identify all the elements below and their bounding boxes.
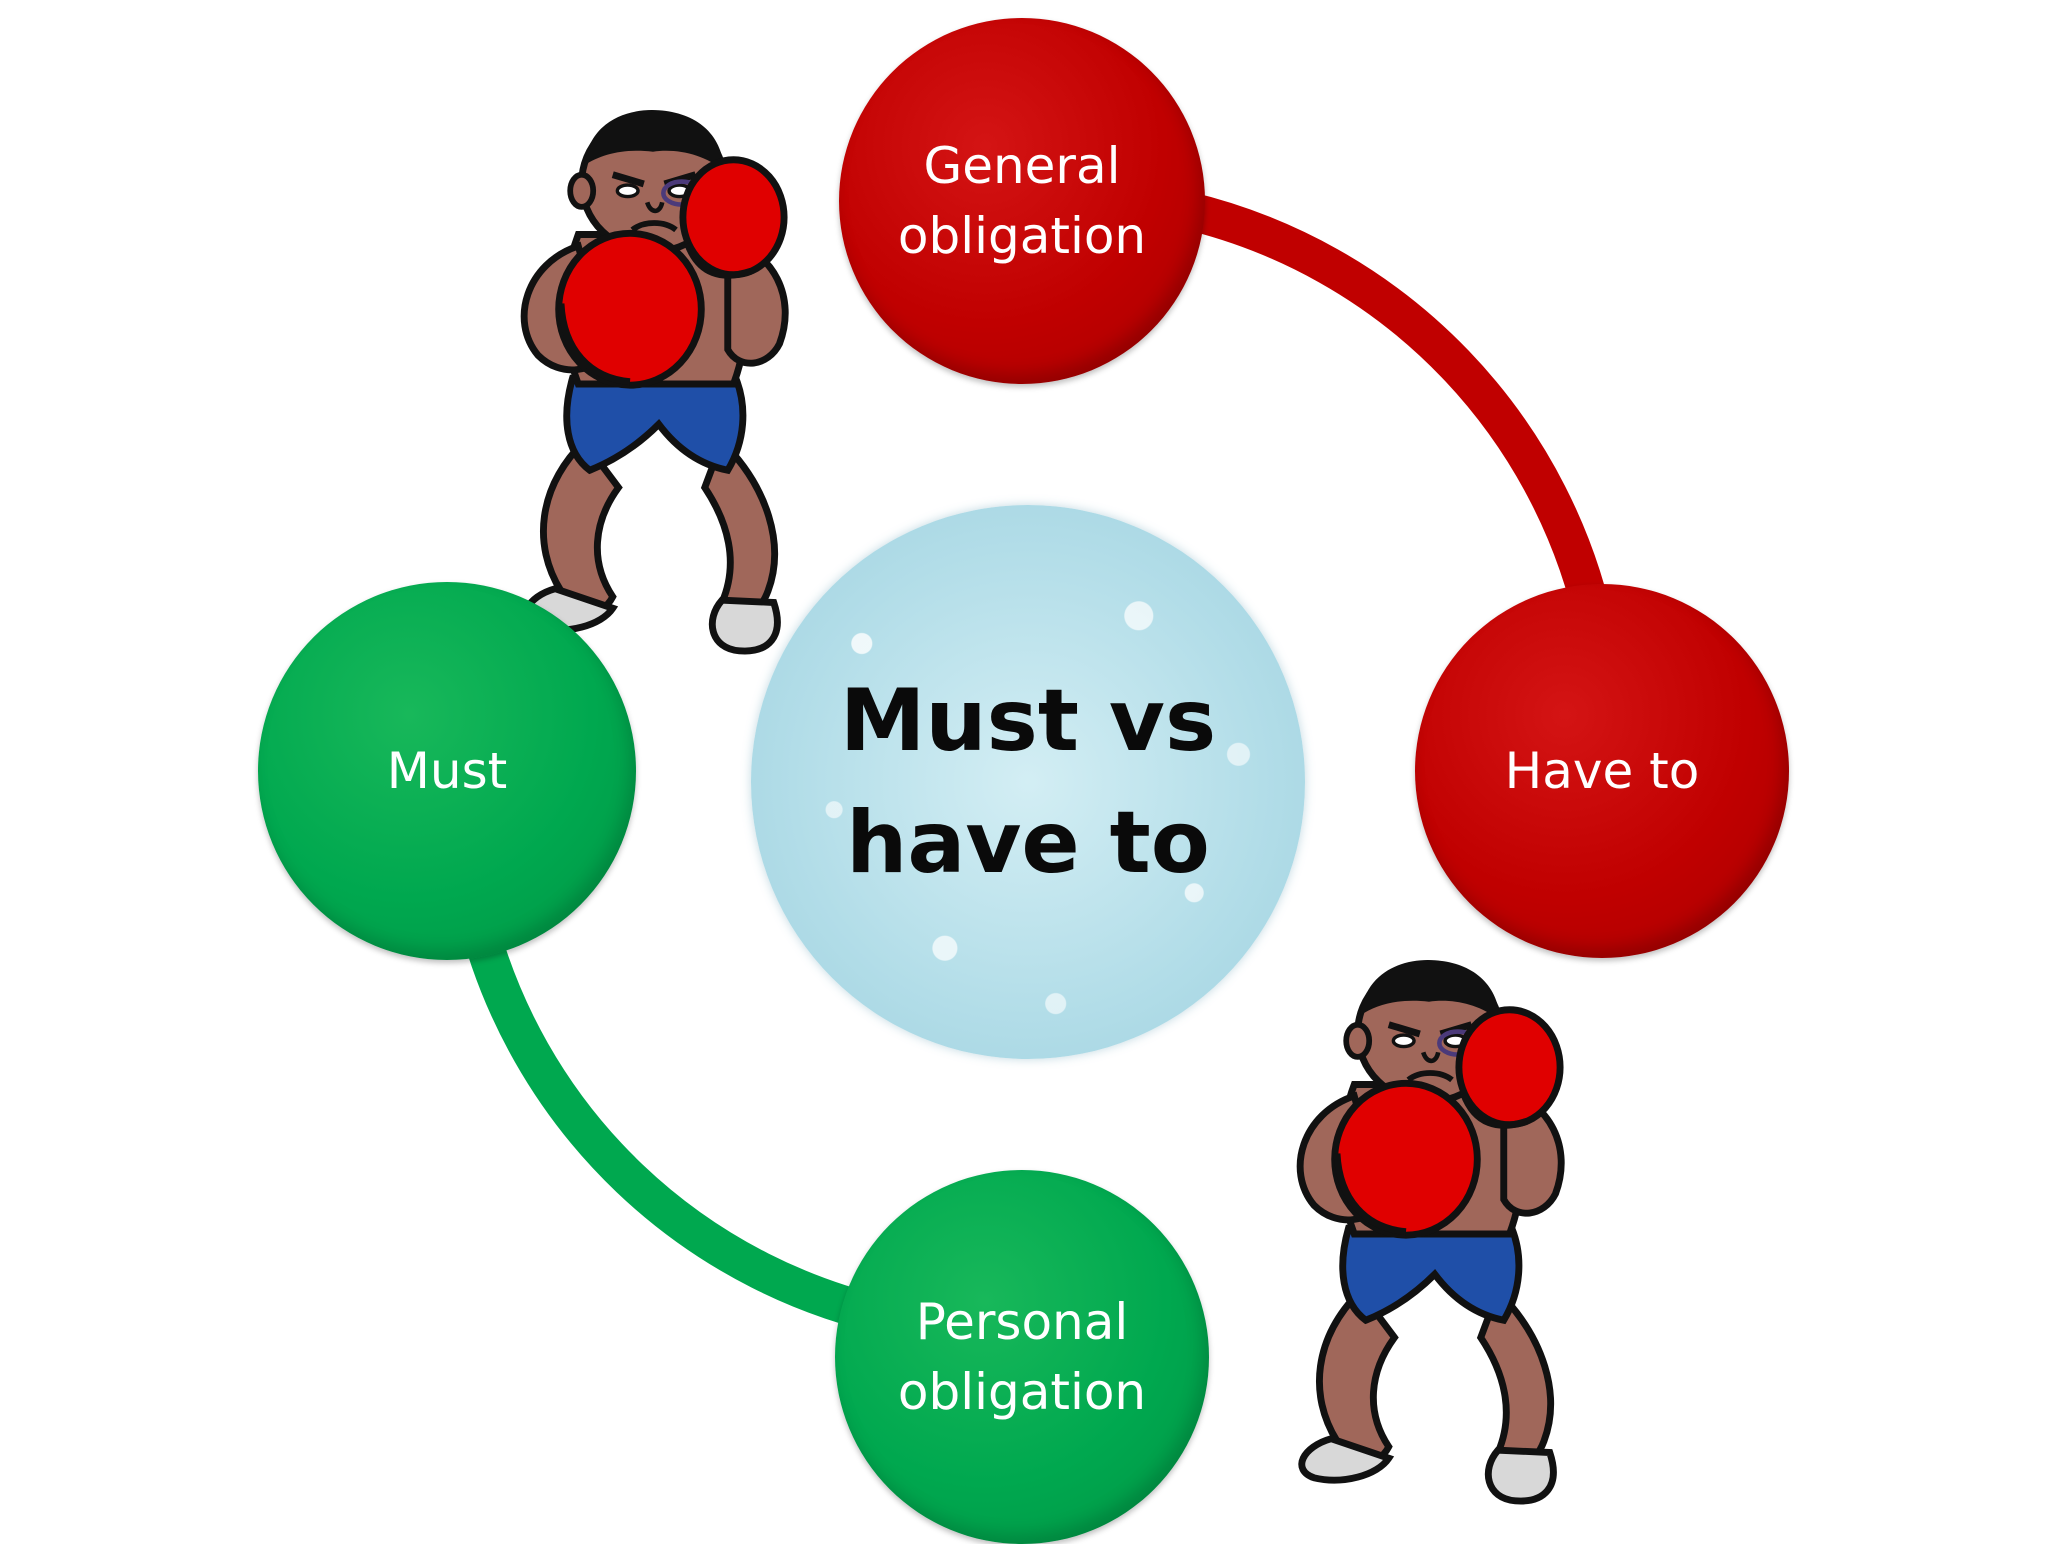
- node-have-to-label: Have to: [1504, 742, 1700, 800]
- node-personal-obligation: Personal obligation: [835, 1170, 1209, 1544]
- node-general-line1: General: [923, 137, 1121, 195]
- center-title-line1: Must vs: [839, 671, 1217, 771]
- node-personal-line1: Personal: [915, 1293, 1129, 1351]
- node-general-obligation: General obligation: [839, 18, 1205, 384]
- node-have-to: Have to: [1415, 584, 1789, 958]
- node-must-label: Must: [386, 742, 508, 800]
- green-connector-arc: [456, 891, 924, 1339]
- center-topic: Must vs have to: [751, 505, 1305, 1059]
- red-connector-arc: [1166, 191, 1617, 659]
- boxer-illustration: [524, 110, 785, 651]
- center-title-line2: have to: [846, 793, 1210, 893]
- boxer-illustration: [1300, 960, 1561, 1501]
- node-must: Must: [258, 582, 636, 960]
- node-personal-line2: obligation: [897, 1363, 1147, 1421]
- node-general-line2: obligation: [897, 207, 1147, 265]
